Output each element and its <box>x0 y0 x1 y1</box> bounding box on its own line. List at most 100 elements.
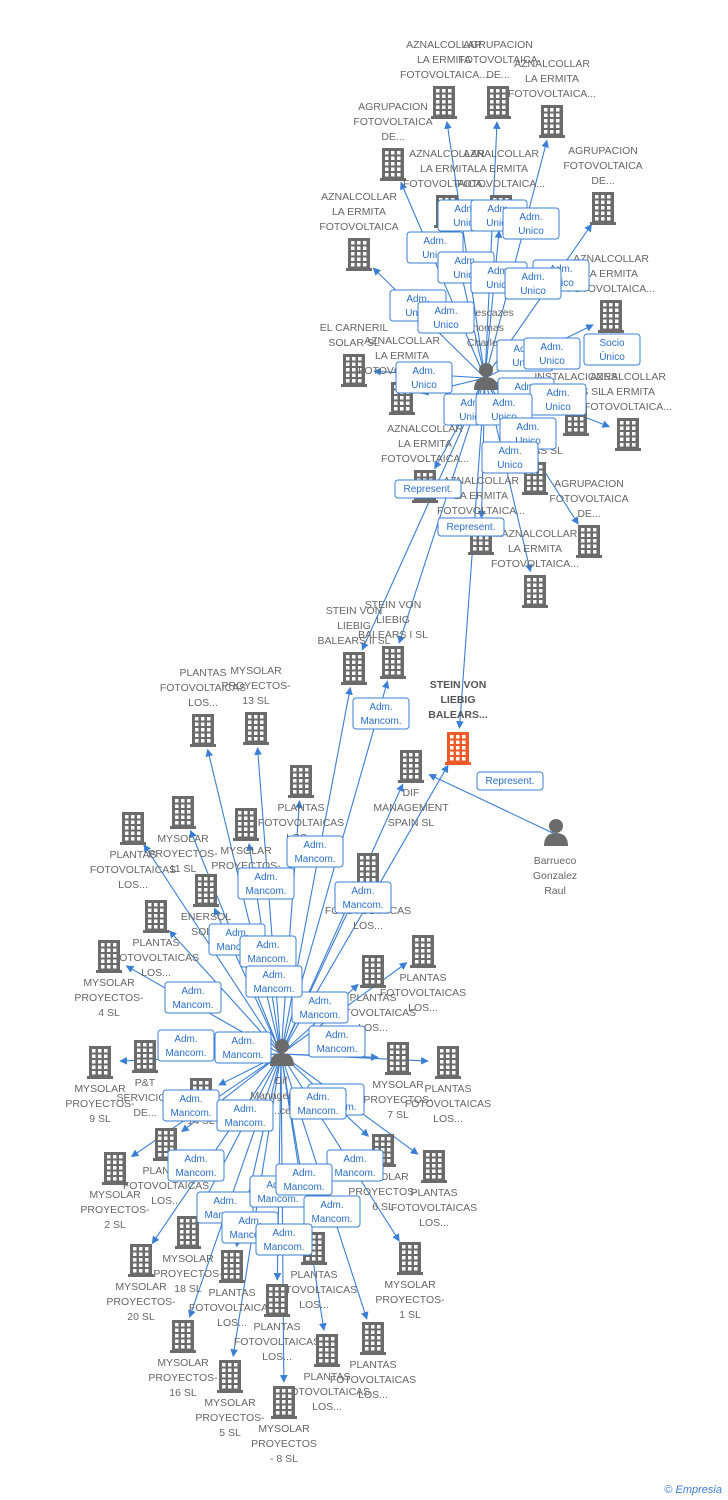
role-badge-m23[interactable]: Adm.Mancom. <box>275 1163 333 1196</box>
building-icon <box>346 238 372 271</box>
role-badge-m1[interactable]: Adm.Mancom. <box>352 697 410 730</box>
building-icon <box>96 940 122 973</box>
role-badge-m9[interactable]: Adm.Mancom. <box>245 965 303 998</box>
role-badge-m2[interactable]: Adm.Mancom. <box>286 835 344 868</box>
role-badge-b12[interactable]: Adm.Unico <box>523 337 581 370</box>
role-badge-b20[interactable]: Adm.Unico <box>481 441 539 474</box>
building-icon <box>539 105 565 138</box>
role-badge-label: Adm.Mancom. <box>165 1034 206 1059</box>
role-badge-b14[interactable]: Adm.Unico <box>395 361 453 394</box>
role-badge-m6[interactable]: Adm.Mancom. <box>239 935 297 968</box>
building-icon <box>397 1242 423 1275</box>
role-badge-m19[interactable]: Adm.Mancom. <box>326 1149 384 1182</box>
building-icon <box>87 1046 113 1079</box>
role-badge-label: Adm.Mancom. <box>229 1216 270 1241</box>
role-badge-m4[interactable]: Adm.Mancom. <box>334 881 392 914</box>
building-icon <box>385 1042 411 1075</box>
edge-dif_person-mysolar8 <box>279 1053 288 1383</box>
role-badge-b16[interactable]: Adm.Unico <box>529 383 587 416</box>
badges-layer: Adm.UnicoAdm.UnicoAdm.UnicoAdm.UnicoAdm.… <box>157 199 641 1256</box>
person-icon <box>474 363 498 390</box>
role-badge-b10[interactable]: Adm.Unico <box>417 301 475 334</box>
role-badge-m3[interactable]: Adm.Mancom. <box>237 867 295 900</box>
footer: © Empresia <box>664 1484 722 1496</box>
brand-logo-text[interactable]: Empresia <box>675 1484 722 1496</box>
role-badge-r2[interactable]: Represent. <box>437 517 505 537</box>
role-badge-m7[interactable]: Adm.Mancom. <box>291 991 349 1024</box>
role-badge-m12[interactable]: Adm.Mancom. <box>308 1025 366 1058</box>
role-badge-r1[interactable]: Represent. <box>394 479 462 499</box>
building-icon <box>170 1320 196 1353</box>
role-badge-m20[interactable]: Adm.Mancom. <box>303 1195 361 1228</box>
role-badge-m11[interactable]: Adm.Mancom. <box>214 1031 272 1064</box>
building-icon <box>360 955 386 988</box>
role-badge-m13[interactable]: Adm.Mancom. <box>162 1089 220 1122</box>
role-badge-m22[interactable]: Adm.Mancom. <box>255 1223 313 1256</box>
building-icon <box>576 525 602 558</box>
role-badge-b3[interactable]: Adm.Unico <box>502 207 560 240</box>
role-badge-r3[interactable]: Represent. <box>476 771 544 791</box>
role-badge-label: Adm.Unico <box>453 256 479 281</box>
role-badge-m24[interactable]: Adm.Mancom. <box>289 1087 347 1120</box>
person-icon <box>544 819 568 846</box>
role-badge-b8[interactable]: Adm.Unico <box>504 267 562 300</box>
role-badge-m14[interactable]: Adm.Mancom. <box>216 1099 274 1132</box>
role-badge-label: Adm.Unico <box>486 204 512 229</box>
edge-thomas-aznal_top_a <box>444 121 486 379</box>
role-badge-m10[interactable]: Adm.Mancom. <box>157 1029 215 1062</box>
company-node-plantas_b[interactable]: PLANTASFOTOVOLTAICASLOS... <box>258 765 344 844</box>
role-badge-m8[interactable]: Adm.Mancom. <box>164 981 222 1014</box>
role-badge-m16[interactable]: Adm.Mancom. <box>167 1149 225 1182</box>
